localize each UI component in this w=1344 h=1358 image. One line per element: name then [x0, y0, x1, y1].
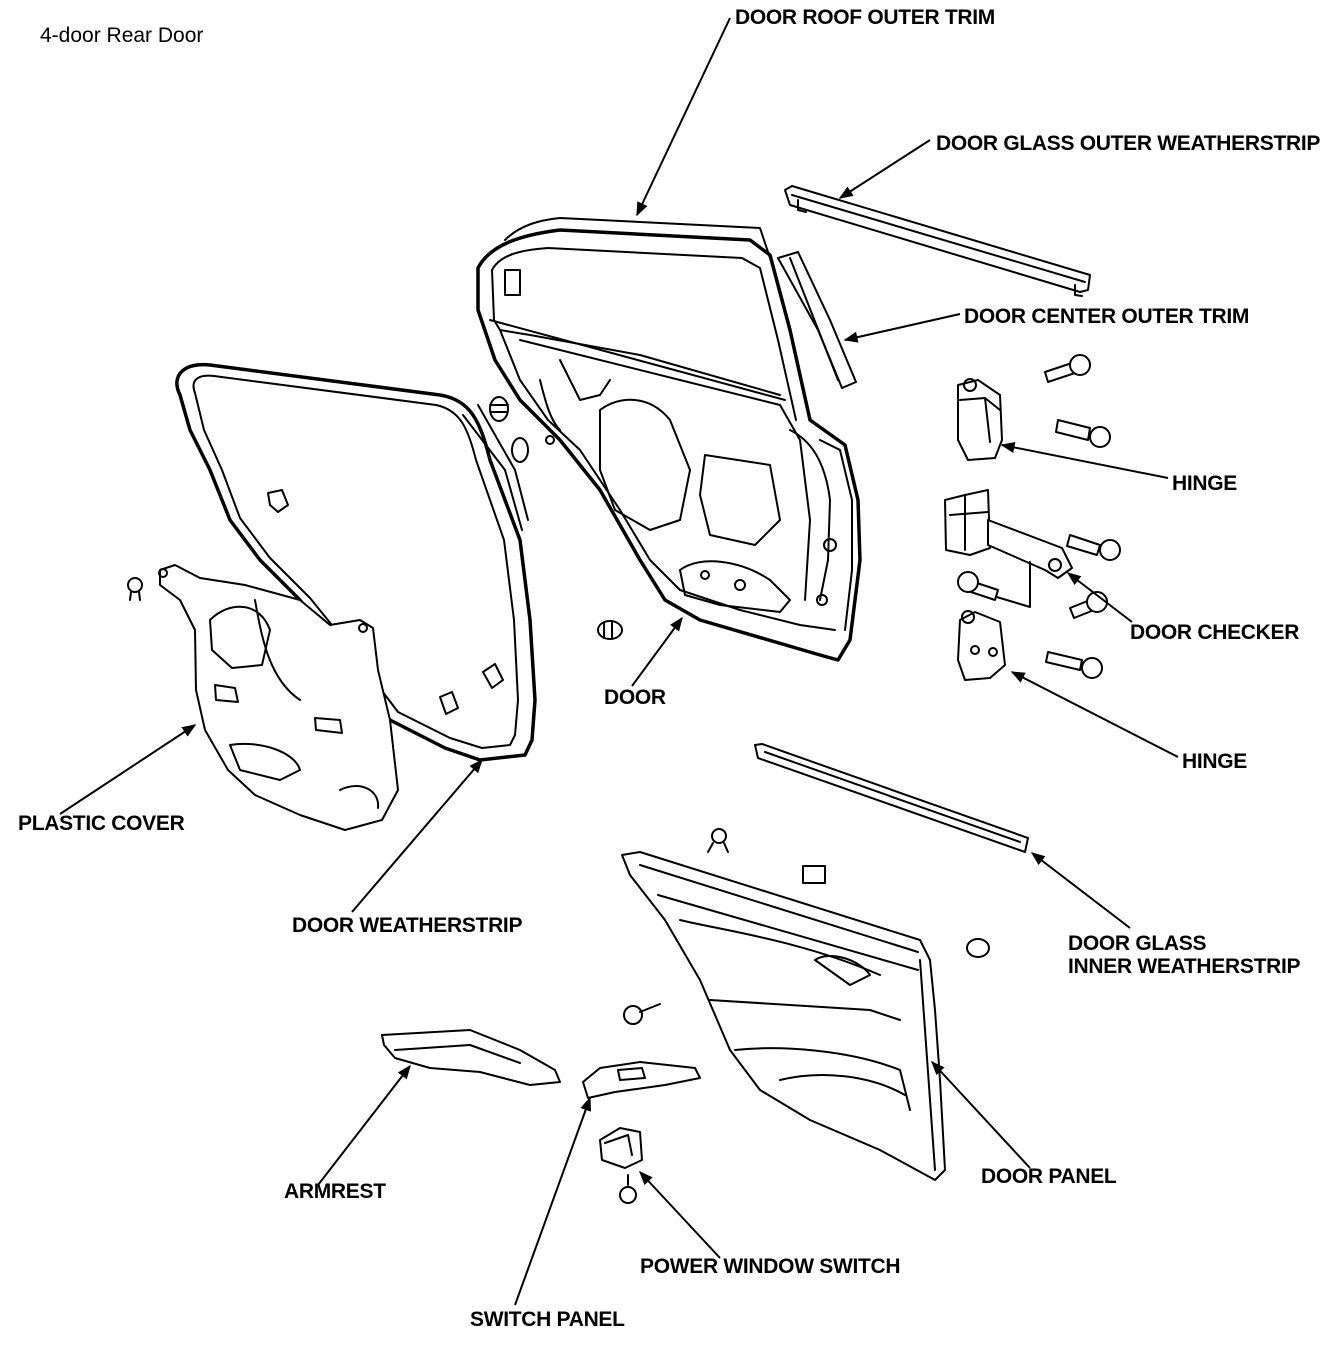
diagram-title: 4-door Rear Door — [40, 24, 204, 47]
label-hinge-lower: HINGE — [1182, 750, 1248, 773]
plastic-cover-drawing — [158, 564, 399, 831]
panel-fasteners-drawing — [619, 828, 990, 1204]
label-plastic-cover: PLASTIC COVER — [18, 812, 185, 835]
label-door-checker: DOOR CHECKER — [1130, 621, 1300, 644]
label-power-window-switch: POWER WINDOW SWITCH — [640, 1255, 901, 1278]
switch-panel-drawing — [582, 1061, 701, 1099]
bolts-drawing — [957, 354, 1121, 679]
hinge-upper-drawing — [957, 378, 1003, 461]
door-panel-drawing — [621, 851, 946, 1181]
label-door-glass-outer-weatherstrip: DOOR GLASS OUTER WEATHERSTRIP — [936, 132, 1321, 155]
label-switch-panel: SWITCH PANEL — [470, 1308, 625, 1331]
label-door-glass-inner-weatherstrip-line2: INNER WEATHERSTRIP — [1068, 955, 1301, 978]
label-door-glass-inner-weatherstrip-line1: DOOR GLASS — [1068, 932, 1207, 955]
label-door: DOOR — [604, 686, 666, 709]
door-shell-drawing — [476, 217, 862, 662]
door-center-outer-trim-drawing — [777, 251, 857, 389]
label-door-roof-outer-trim: DOOR ROOF OUTER TRIM — [735, 6, 995, 29]
label-armrest: ARMREST — [284, 1180, 386, 1203]
door-glass-inner-weatherstrip-drawing — [754, 743, 1029, 853]
door-glass-outer-weatherstrip-drawing — [784, 185, 1091, 297]
door-checker-drawing — [944, 489, 1073, 608]
armrest-drawing — [381, 1029, 561, 1086]
label-door-weatherstrip: DOOR WEATHERSTRIP — [292, 914, 523, 937]
label-door-center-outer-trim: DOOR CENTER OUTER TRIM — [964, 305, 1250, 328]
fastener-grommets-drawing — [127, 396, 623, 665]
label-door-panel: DOOR PANEL — [981, 1165, 1117, 1188]
label-hinge-upper: HINGE — [1172, 472, 1238, 495]
power-window-switch-drawing — [599, 1127, 643, 1169]
hinge-lower-drawing — [957, 610, 1006, 681]
leader-lines — [59, 17, 1179, 1306]
